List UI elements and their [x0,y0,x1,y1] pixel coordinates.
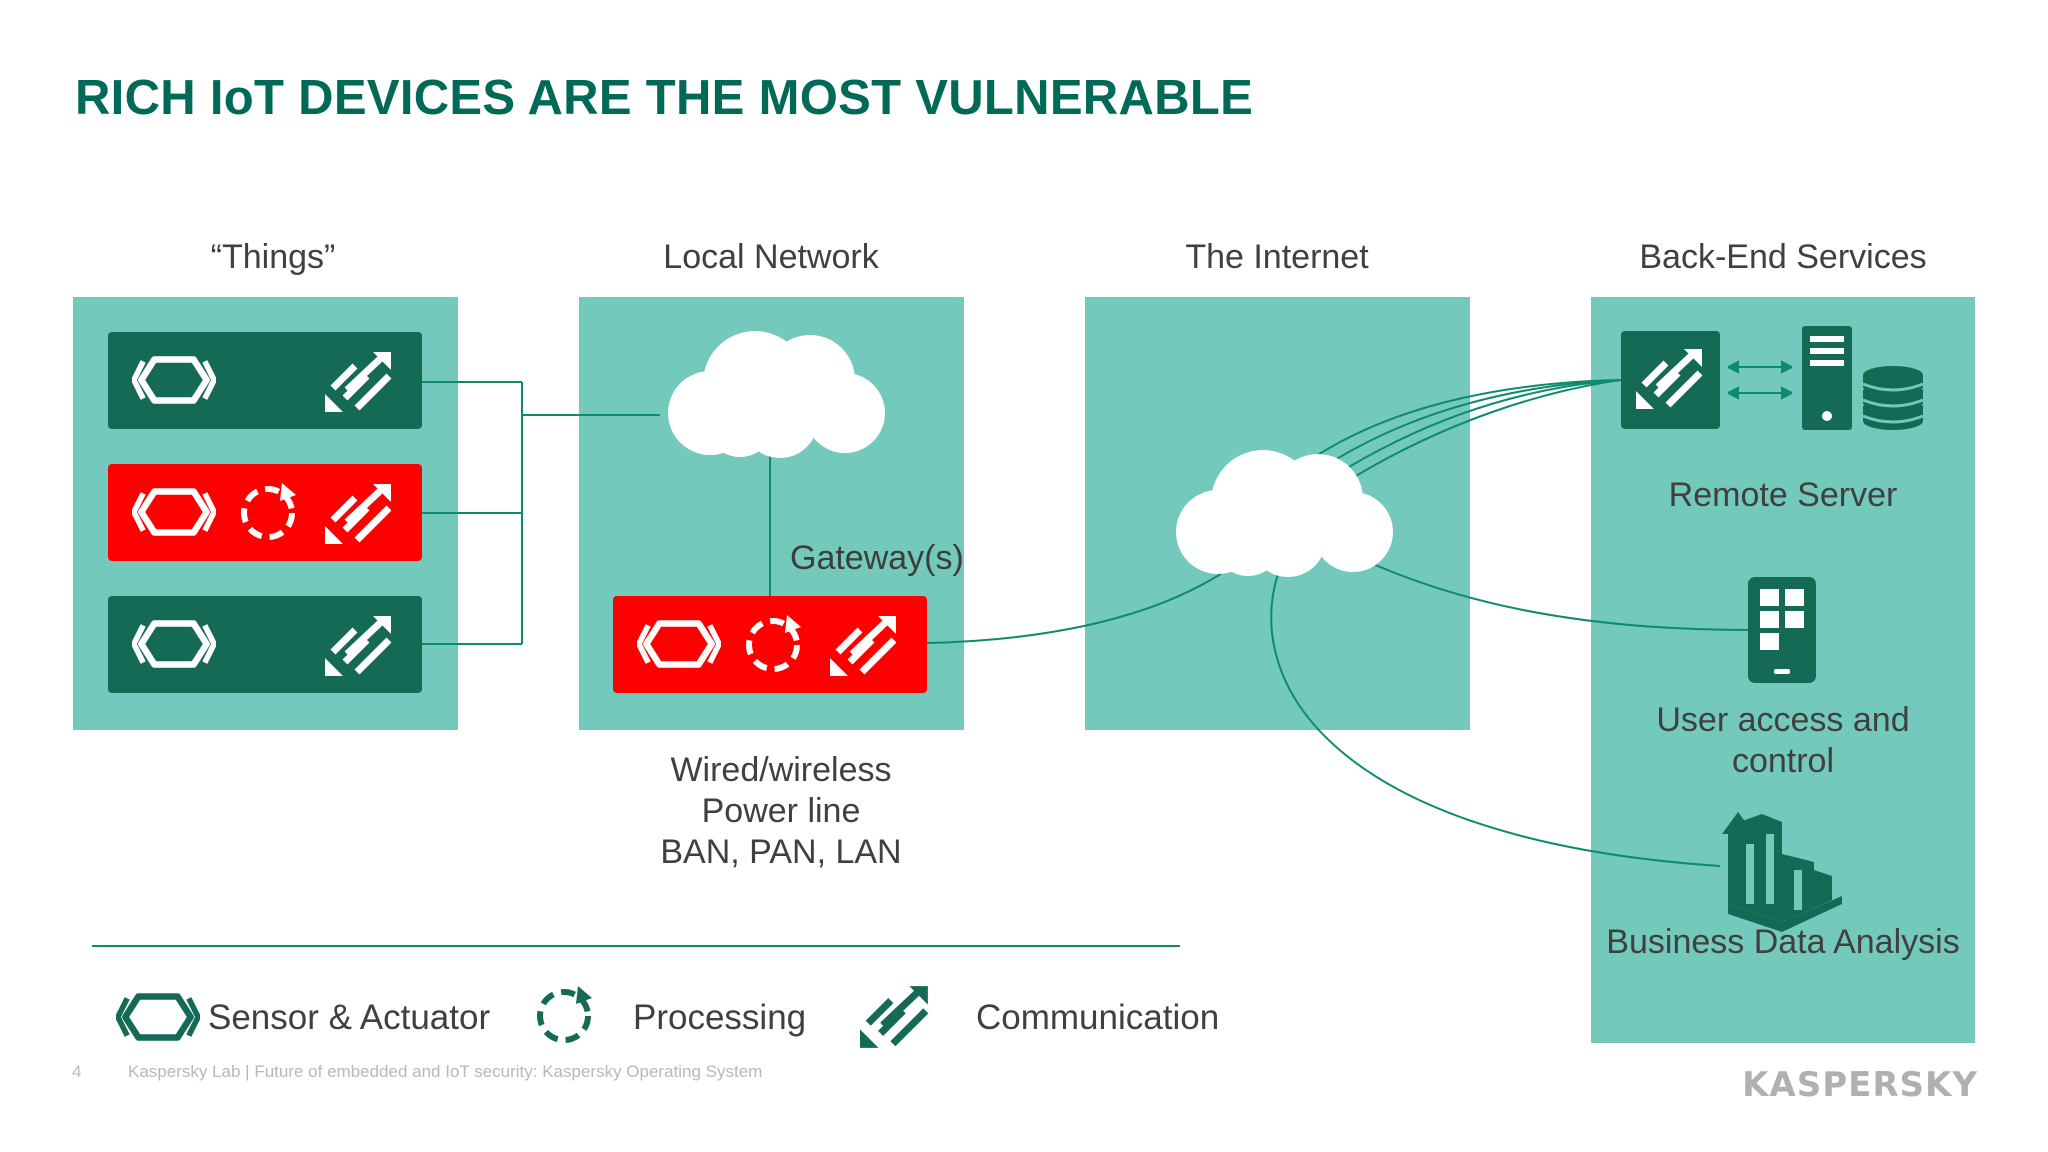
sensor-actuator-icon [132,484,216,540]
communication-icon [1636,349,1706,409]
tablet-icon [1748,577,1816,683]
network-media-label: Wired/wireless Power line BAN, PAN, LAN [581,750,981,873]
thing-device-1 [108,332,422,429]
page-number: 4 [72,1062,82,1081]
gateway-device [613,596,927,693]
local-network-cloud-icon [650,328,890,458]
business-data-label: Business Data Analysis [1606,923,1960,961]
column-heading-internet: The Internet [1185,238,1369,276]
sensor-actuator-icon [132,352,216,408]
legend-processing-icon [532,984,596,1048]
processing-icon [236,481,300,545]
communication-icon [829,616,901,676]
legend-sensor-label: Sensor & Actuator [208,998,491,1037]
network-media-line-3: BAN, PAN, LAN [660,833,902,871]
gateway-label: Gateway(s) [790,539,964,577]
communication-icon [324,484,396,544]
user-access-line-2: control [1731,742,1835,780]
slide-title: RICH IoT DEVICES ARE THE MOST VULNERABLE [75,71,1254,125]
internet-cloud-icon [1158,447,1398,577]
footer-text: Kaspersky Lab | Future of embedded and I… [128,1062,763,1081]
user-access-label: User access and control [1591,700,1975,782]
legend-processing-label: Processing [633,998,807,1037]
remote-server-label: Remote Server [1668,476,1898,514]
network-media-line-2: Power line [701,792,861,830]
database-icon [1862,366,1924,430]
network-media-line-1: Wired/wireless [670,751,892,789]
bidirectional-arrows-icon [1728,360,1792,400]
column-heading-local-network: Local Network [663,238,879,276]
column-heading-things: “Things” [210,238,336,276]
legend-communication-label: Communication [976,998,1220,1037]
communication-icon [324,352,396,412]
processing-icon [741,613,805,677]
business-data-chart-icon [1722,812,1842,932]
thing-device-3 [108,596,422,693]
thing-device-2 [108,464,422,561]
sensor-actuator-icon [132,616,216,672]
remote-server-comm-box [1621,331,1720,429]
communication-icon [324,616,396,676]
kaspersky-logo: KASPERSKY [1742,1065,1978,1105]
legend-sensor-icon [116,988,200,1046]
column-heading-backend: Back-End Services [1639,238,1927,276]
sensor-actuator-icon [637,616,721,672]
legend-communication-icon [860,986,932,1048]
server-tower-icon [1802,326,1852,430]
user-access-line-1: User access and [1656,701,1910,739]
